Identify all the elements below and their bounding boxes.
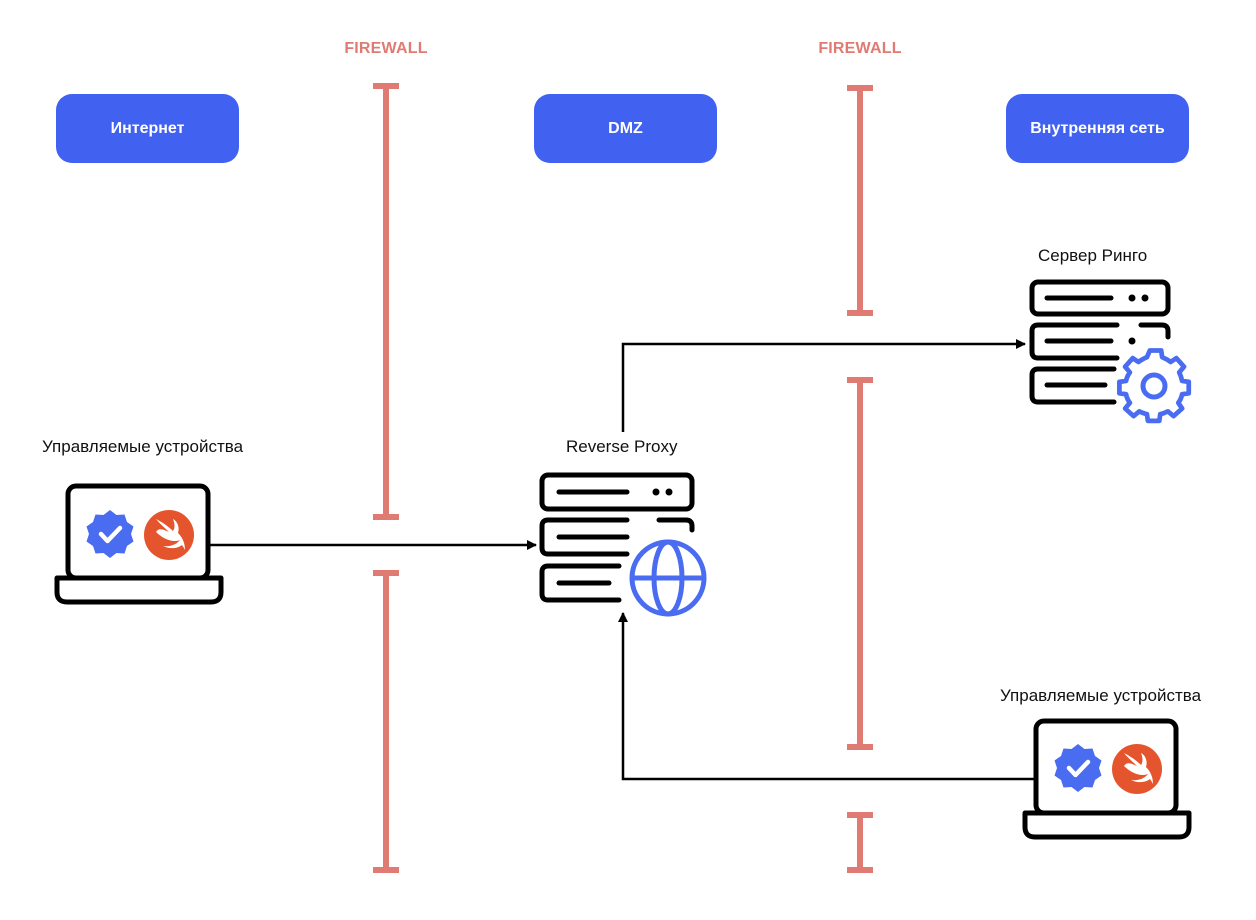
firewall-label-1: FIREWALL — [344, 40, 428, 57]
firewall-2-segment-top — [847, 85, 873, 316]
server-gear-icon — [1029, 279, 1192, 424]
firewall-2 — [847, 85, 873, 873]
firewall-1-segment-bottom — [373, 570, 399, 873]
laptop-icon — [1022, 718, 1192, 840]
arrow-internal-devices-to-proxy — [618, 612, 1036, 781]
verified-badge-icon — [1054, 744, 1102, 792]
globe-icon — [629, 539, 707, 617]
label-ringo-server: Сервер Ринго — [1038, 246, 1148, 265]
firewall-1-segment-top — [373, 83, 399, 520]
server-globe-icon — [539, 472, 707, 617]
firewall-1 — [373, 83, 399, 873]
zone-dmz: DMZ — [534, 94, 717, 163]
zone-internet: Интернет — [56, 94, 239, 163]
arrow-proxy-to-ringo-server — [621, 339, 1026, 432]
zone-internal-network: Внутренняя сеть — [1006, 94, 1189, 163]
swift-icon — [1112, 744, 1162, 794]
firewall-label-2: FIREWALL — [818, 40, 902, 57]
firewall-2-segment-bottom — [847, 812, 873, 873]
label-reverse-proxy: Reverse Proxy — [566, 437, 678, 456]
verified-badge-icon — [86, 510, 134, 558]
laptop-icon — [54, 483, 224, 605]
label-managed-devices-internet: Управляемые устройства — [42, 437, 244, 456]
swift-icon — [144, 510, 194, 560]
firewall-2-segment-middle — [847, 377, 873, 750]
gear-icon — [1117, 348, 1192, 424]
label-managed-devices-internal: Управляемые устройства — [1000, 686, 1202, 705]
